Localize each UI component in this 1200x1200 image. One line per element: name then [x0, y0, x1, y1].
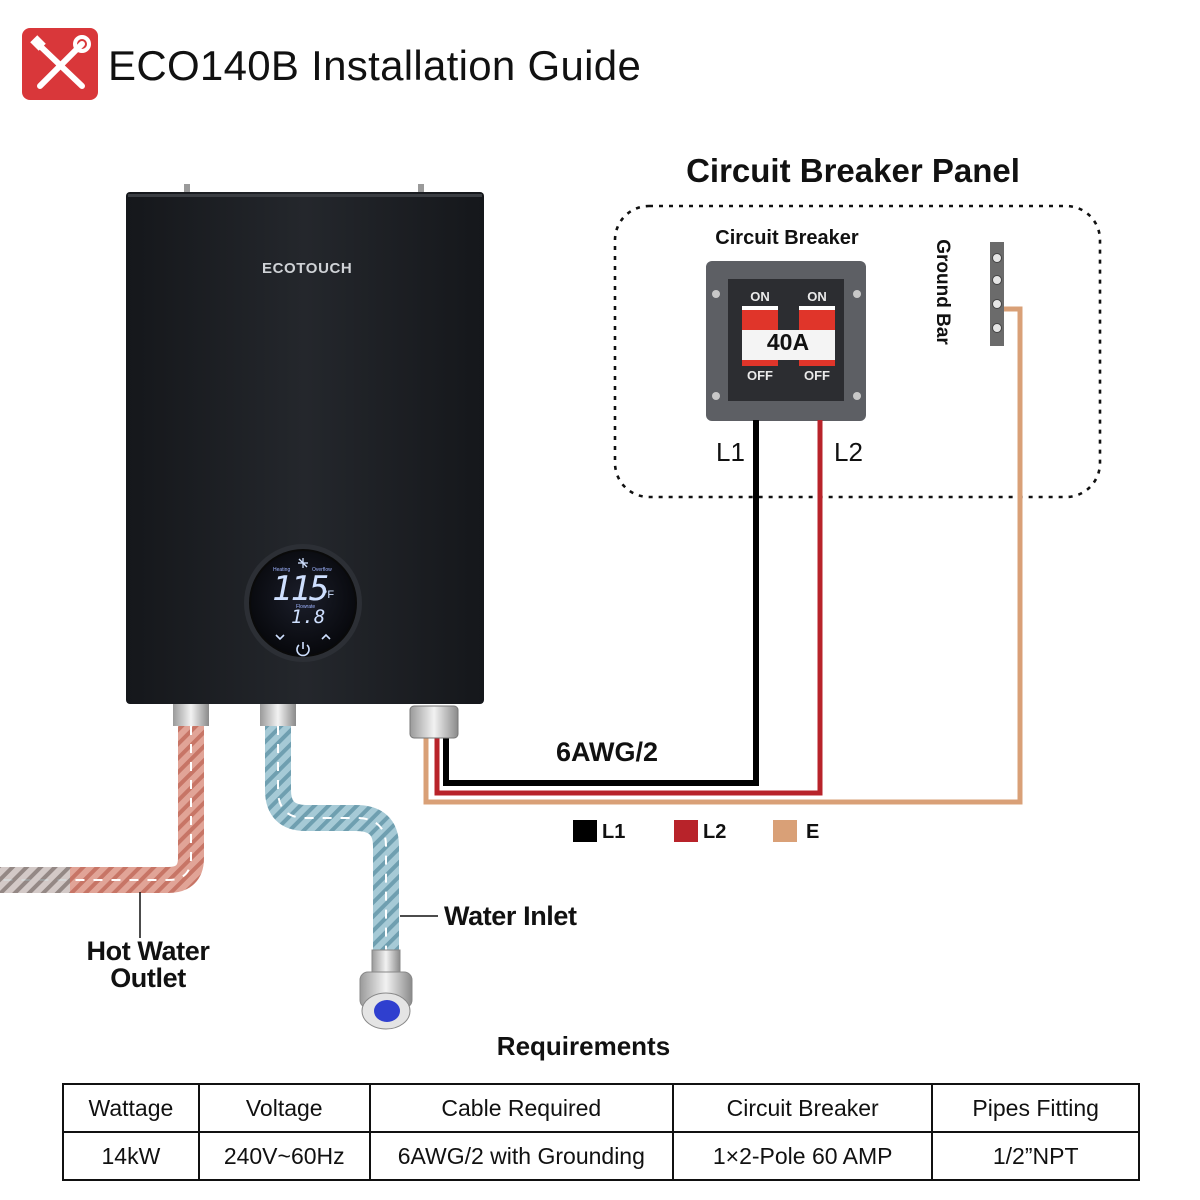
- hot-water-pipe: [0, 726, 204, 938]
- switch-on-label-2: ON: [807, 289, 827, 304]
- hot-water-outlet-label-line2: Outlet: [110, 963, 186, 993]
- wire-l1-label: L1: [716, 437, 745, 467]
- panel-border: [613, 204, 1102, 499]
- circuit-breaker: [706, 261, 866, 421]
- brand-logo: ECOTOUCH: [262, 260, 353, 277]
- table-cell: 1/2”NPT: [931, 1131, 1140, 1181]
- flow-readout: 1.8: [291, 606, 326, 628]
- table-cell: 6AWG/2 with Grounding: [368, 1131, 674, 1181]
- power-icon[interactable]: [296, 642, 310, 657]
- water-heater: [126, 184, 484, 704]
- panel-title: Circuit Breaker Panel: [686, 152, 1020, 189]
- ground-bar-label: Ground Bar: [932, 239, 953, 345]
- temperature-unit: °F: [323, 589, 335, 601]
- switch-off-label-2: OFF: [804, 368, 830, 383]
- inlet-valve: [359, 949, 413, 1030]
- wire-l2-label: L2: [834, 437, 863, 467]
- cable-label: 6AWG/2: [556, 737, 659, 767]
- table-cell: 14kW: [62, 1131, 200, 1181]
- chevron-down-icon[interactable]: [275, 634, 285, 641]
- wire-legend: [573, 820, 797, 842]
- requirements-table: Wattage Voltage Cable Required Circuit B…: [62, 1083, 1140, 1181]
- table-row: 14kW 240V~60Hz 6AWG/2 with Grounding 1×2…: [62, 1131, 1140, 1181]
- control-display: [244, 544, 362, 662]
- table-header-cell: Voltage: [197, 1083, 371, 1133]
- page-title: ECO140B Installation Guide: [108, 42, 642, 89]
- legend-l2-label: L2: [703, 821, 727, 843]
- switch-off-label-1: OFF: [747, 368, 773, 383]
- hot-water-outlet-label: Hot Water Outlet: [58, 938, 238, 992]
- chevron-up-icon[interactable]: [321, 633, 331, 640]
- legend-l1-label: L1: [602, 821, 626, 843]
- requirements-title: Requirements: [496, 1031, 671, 1061]
- wiring: [423, 306, 1023, 805]
- table-cell: 240V~60Hz: [197, 1131, 371, 1181]
- flowrate-indicator: Flowrate: [296, 604, 316, 610]
- fittings: [173, 704, 459, 739]
- legend-ground-label: E: [806, 821, 820, 843]
- cold-water-pipe: [265, 726, 438, 950]
- overflow-indicator: Overflow: [312, 567, 332, 573]
- switch-on-label-1: ON: [750, 289, 770, 304]
- breaker-rating: 40A: [766, 329, 810, 355]
- hot-water-outlet-label-line1: Hot Water: [86, 936, 210, 966]
- tools-icon: [22, 28, 98, 100]
- snowflake-icon: [298, 558, 308, 568]
- circuit-breaker-label: Circuit Breaker: [715, 227, 859, 249]
- temperature-readout: 115: [272, 569, 329, 609]
- table-header-cell: Pipes Fitting: [931, 1083, 1140, 1133]
- water-inlet-label: Water Inlet: [444, 901, 577, 931]
- table-header-row: Wattage Voltage Cable Required Circuit B…: [62, 1083, 1140, 1133]
- table-header-cell: Wattage: [62, 1083, 200, 1133]
- ground-bar: [990, 242, 1004, 346]
- heating-indicator: Heating: [273, 567, 291, 573]
- table-header-cell: Circuit Breaker: [671, 1083, 934, 1133]
- table-cell: 1×2-Pole 60 AMP: [671, 1131, 934, 1181]
- table-header-cell: Cable Required: [368, 1083, 674, 1133]
